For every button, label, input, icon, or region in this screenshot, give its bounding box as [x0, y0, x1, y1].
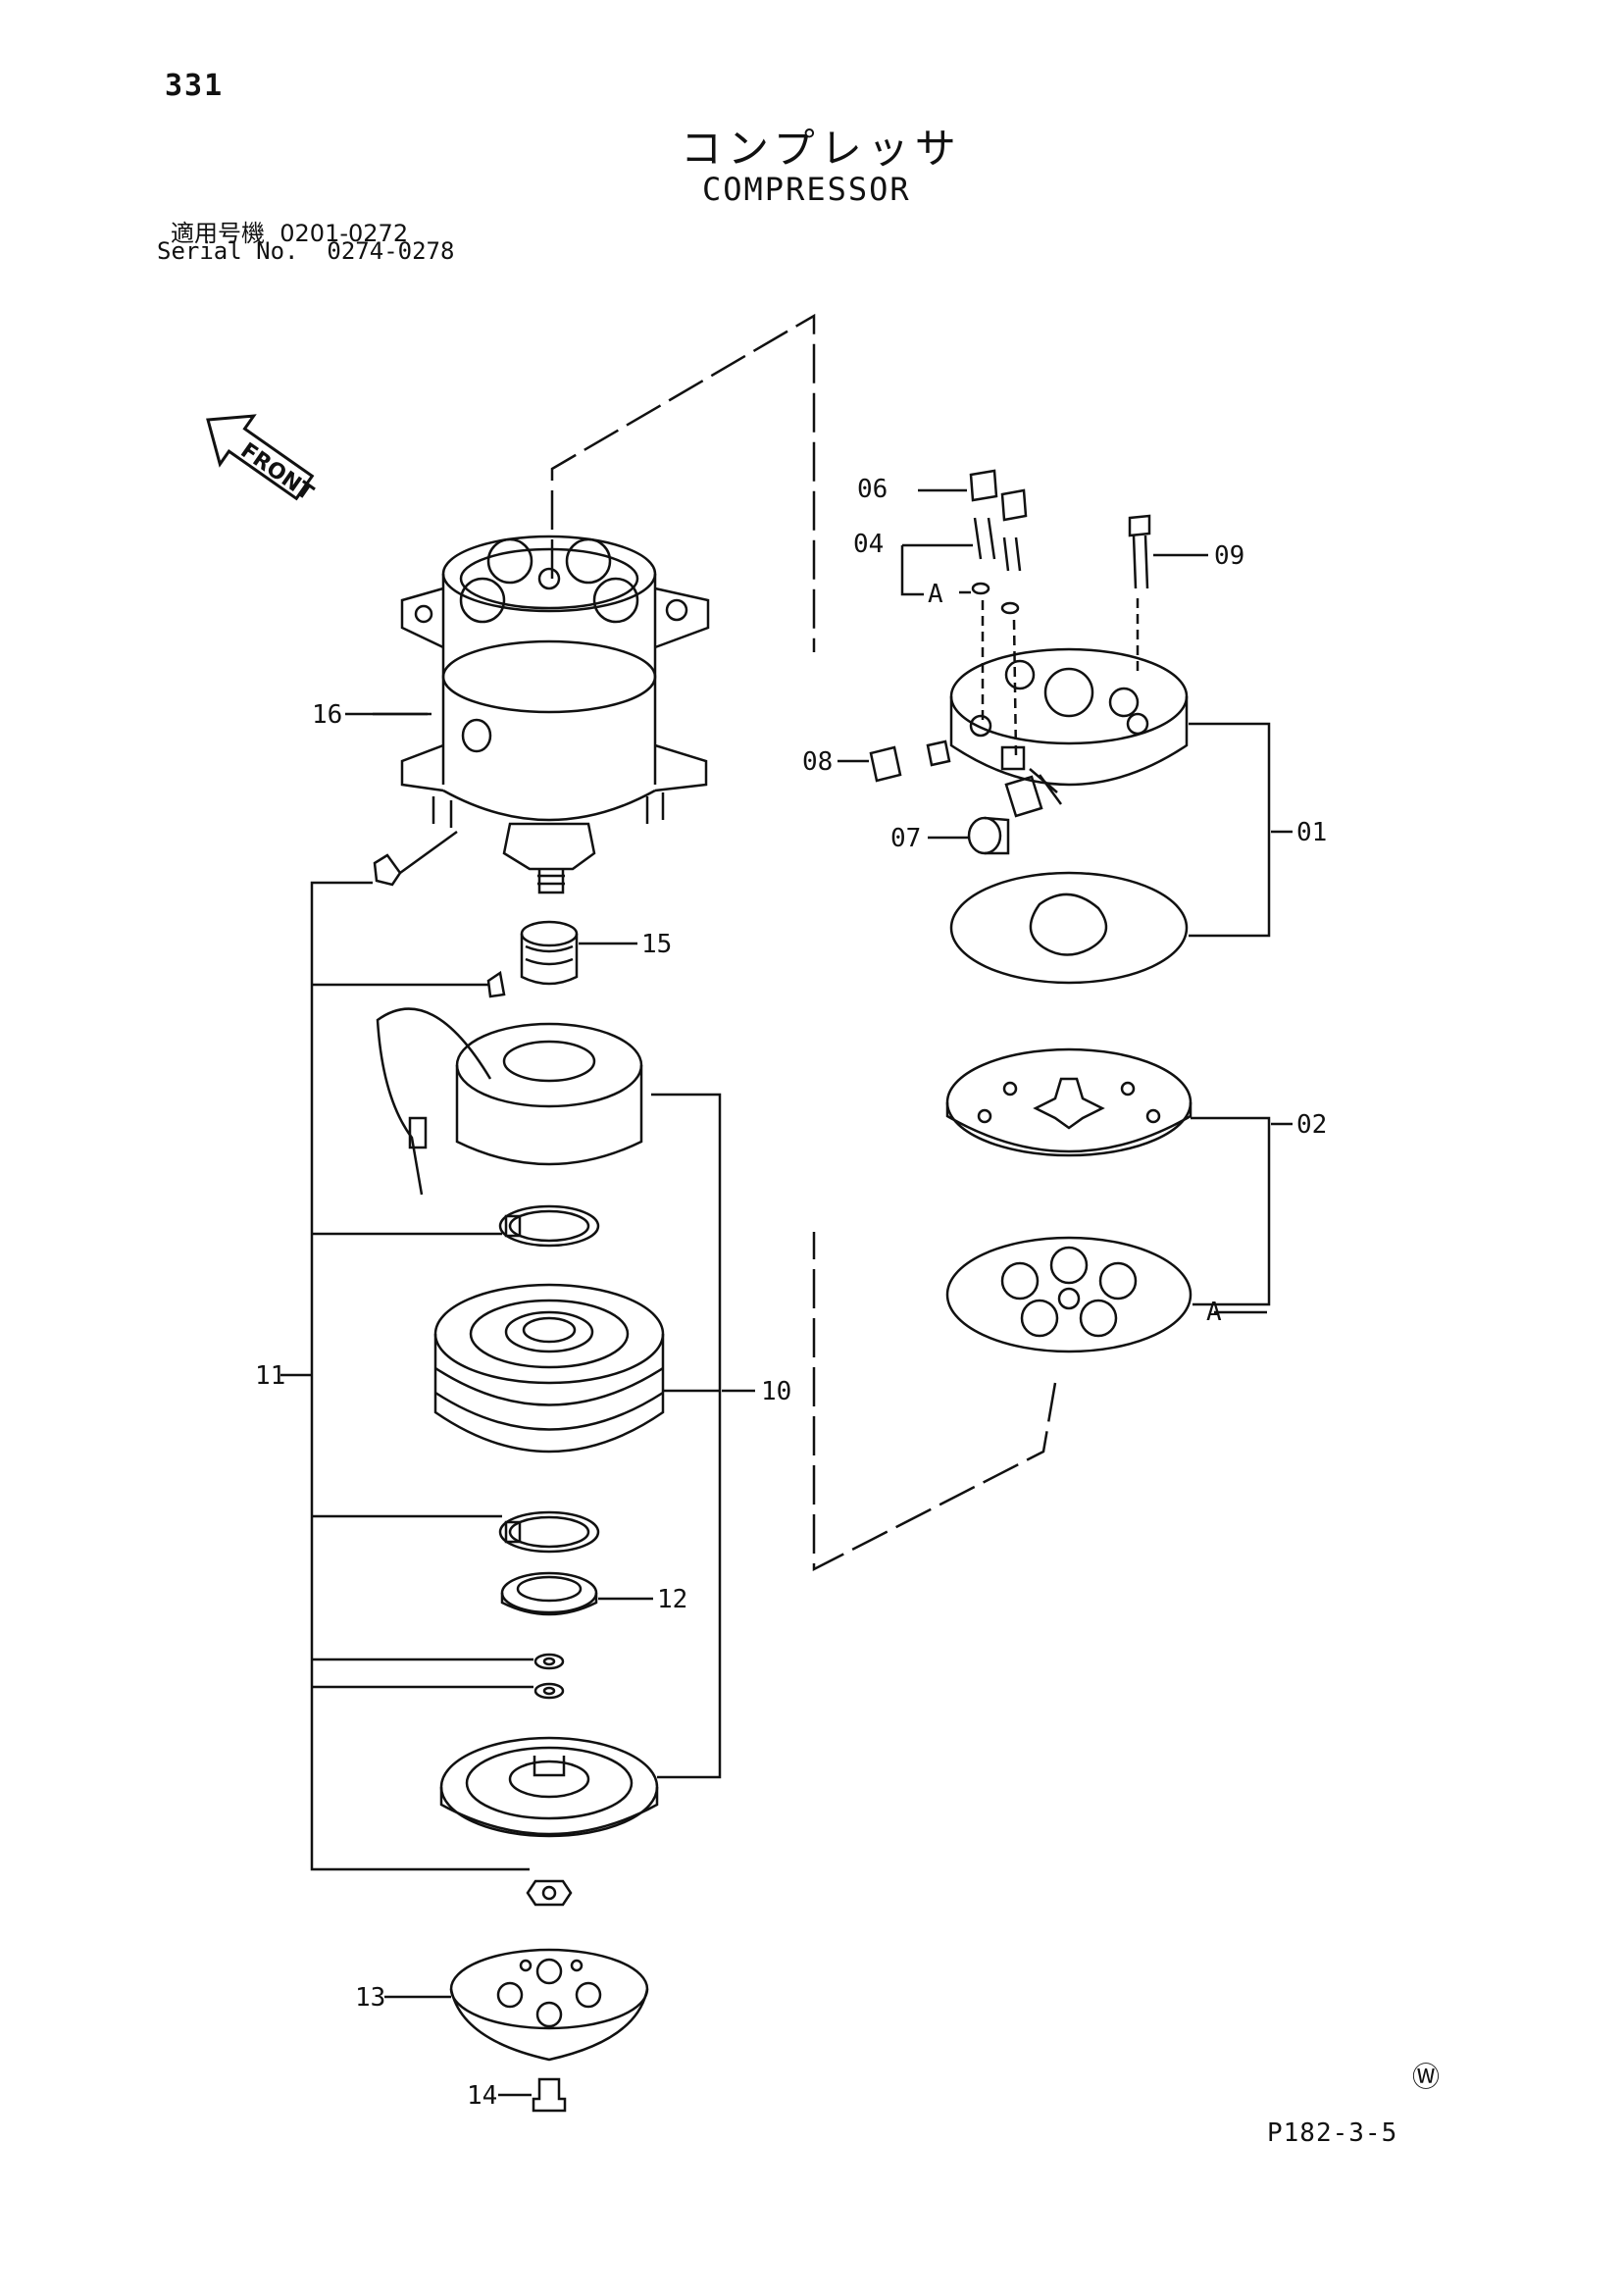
w-mark-icon: Ⓦ [1412, 2061, 1441, 2093]
callout-02: 02 [1296, 1110, 1328, 1140]
part-15-fitting [522, 922, 577, 984]
part-02-valve-plate [814, 1049, 1269, 1569]
serial-range-japanese: 適用号機 0201-0272 [171, 214, 408, 248]
callout-11: 11 [255, 1361, 286, 1391]
page-title-english: COMPRESSOR [702, 171, 911, 208]
callout-01: 01 [1296, 818, 1328, 847]
callout-14: 14 [467, 2081, 498, 2111]
part-13-cover [451, 1950, 647, 2060]
callout-15: 15 [641, 930, 673, 959]
serial-en-range: 0274-0278 [327, 237, 455, 265]
serial-jp-label: 適用号機 [171, 220, 265, 247]
callout-09: 09 [1214, 541, 1245, 571]
ref-a-upper: A [928, 580, 943, 609]
part-11-clutch-group [312, 883, 720, 1905]
reference-code: P182-3-5 [1267, 2118, 1398, 2148]
callout-13: 13 [355, 1983, 386, 2013]
callout-07: 07 [890, 824, 922, 853]
callout-12: 12 [657, 1585, 688, 1614]
callout-16: 16 [312, 700, 343, 730]
callout-04: 04 [853, 530, 885, 559]
serial-jp-range: 0201-0272 [279, 220, 409, 247]
serial-range-english: Serial No. 0274-0278 [157, 237, 454, 265]
callout-10: 10 [761, 1377, 792, 1406]
front-arrow-icon: FRONT [191, 395, 318, 506]
callout-leaders [280, 490, 1293, 2095]
part-14-bolt [533, 2079, 565, 2111]
serial-en-label: Serial No. [157, 237, 299, 265]
compressor-body-part [373, 536, 708, 893]
part-01-head [871, 471, 1269, 983]
page-number: 331 [165, 69, 225, 103]
ref-a-lower: A [1206, 1298, 1222, 1327]
callout-08: 08 [802, 747, 834, 777]
callout-06: 06 [857, 475, 888, 504]
page-title-japanese: コンプレッサ [681, 125, 962, 173]
leader-line-body [552, 316, 814, 652]
